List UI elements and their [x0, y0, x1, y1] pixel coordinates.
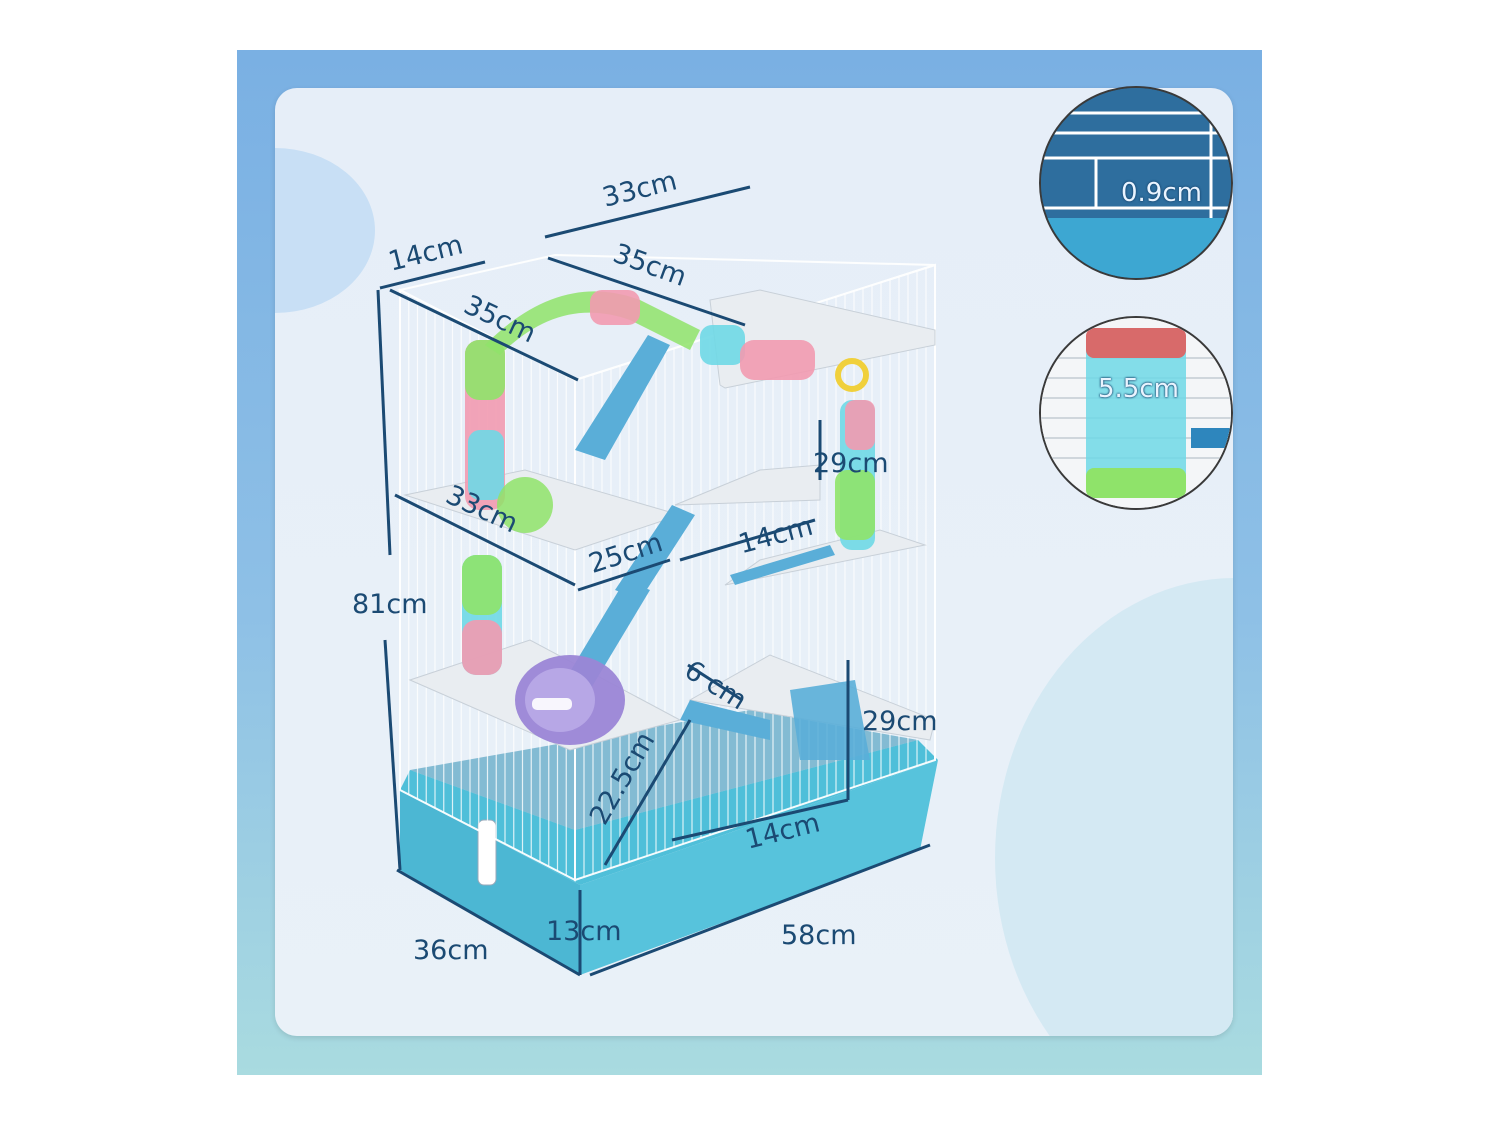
- zoom-tube-diameter: 5.5cm: [1039, 316, 1233, 510]
- base-tray-side: [580, 760, 938, 975]
- tube-left-vertical-green: [465, 340, 505, 400]
- ramp-right: [730, 545, 835, 585]
- tube-mid-ball: [497, 477, 553, 533]
- tube-left-vertical-cyan: [468, 430, 504, 500]
- tube-top-pink: [590, 290, 640, 325]
- dim-base-13: 13cm: [546, 916, 622, 947]
- dim-base-36: 36cm: [413, 935, 489, 966]
- tube-lower-left-pink: [462, 620, 502, 675]
- dim-right-29-upper: 29cm: [813, 448, 889, 479]
- tube-right-pink: [740, 340, 815, 380]
- zoom-bar-spacing-label: 0.9cm: [1121, 178, 1202, 208]
- tube-top-cyan: [700, 325, 745, 365]
- ramp-lower-right: [680, 700, 770, 740]
- zoom-bar-spacing: 0.9cm: [1039, 86, 1233, 280]
- shelf-mid-right: [674, 464, 821, 506]
- wheel-stand: [532, 698, 572, 710]
- tube-system: [462, 290, 875, 675]
- dim-right-29-lower: 29cm: [862, 706, 938, 737]
- tube-right-vertical-pink: [845, 400, 875, 450]
- ramp-middle: [615, 505, 695, 600]
- tube-top-arch: [485, 291, 700, 355]
- base-tray: [400, 740, 938, 885]
- ramp-top: [575, 335, 670, 460]
- dimension-lines: [376, 185, 931, 977]
- dim-base-58: 58cm: [781, 920, 857, 951]
- zoom-tube-diameter-art: [1041, 318, 1231, 508]
- hideout: [790, 680, 870, 760]
- tube-right-vertical-green: [835, 470, 875, 540]
- dim-height-81: 81cm: [352, 589, 428, 620]
- tube-ring-yellow: [835, 358, 869, 392]
- zoom-tube-diameter-label: 5.5cm: [1098, 374, 1179, 404]
- tube-lower-left-green: [462, 555, 502, 615]
